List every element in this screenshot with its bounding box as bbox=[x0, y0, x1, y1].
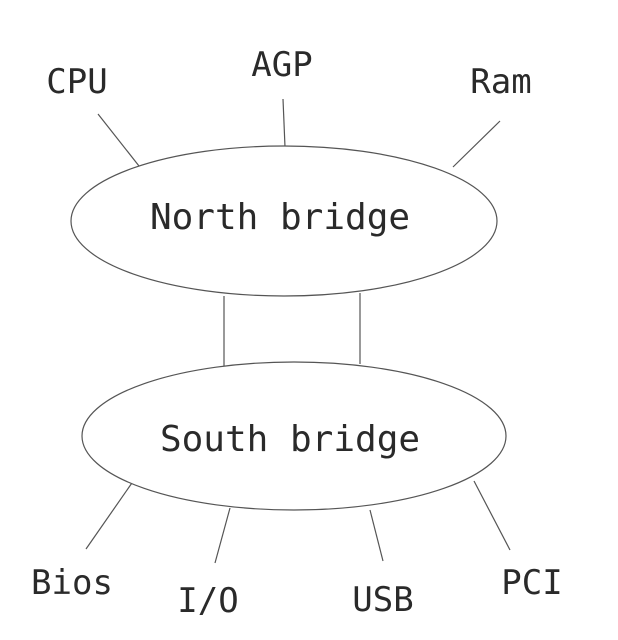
south-bridge-label: South bridge bbox=[160, 419, 420, 460]
cpu-connector bbox=[97, 113, 140, 167]
south-bridge-node: South bridge bbox=[81, 361, 507, 511]
agp-label: AGP bbox=[251, 45, 312, 85]
usb-label: USB bbox=[352, 580, 413, 620]
usb-connector bbox=[369, 509, 384, 562]
north-bridge-node: North bridge bbox=[70, 145, 498, 297]
io-label: I/O bbox=[177, 581, 238, 621]
agp-connector bbox=[282, 98, 286, 148]
north-bridge-ellipse bbox=[70, 145, 498, 297]
bios-connector bbox=[85, 479, 135, 550]
bios-label: Bios bbox=[31, 563, 113, 603]
cpu-label: CPU bbox=[46, 62, 107, 102]
ram-connector bbox=[452, 120, 501, 168]
pci-connector bbox=[473, 480, 511, 551]
south-bridge-ellipse bbox=[81, 361, 507, 511]
north-bridge-label: North bridge bbox=[150, 197, 410, 238]
ram-label: Ram bbox=[470, 62, 531, 102]
pci-label: PCI bbox=[501, 563, 562, 603]
io-connector bbox=[214, 507, 231, 564]
